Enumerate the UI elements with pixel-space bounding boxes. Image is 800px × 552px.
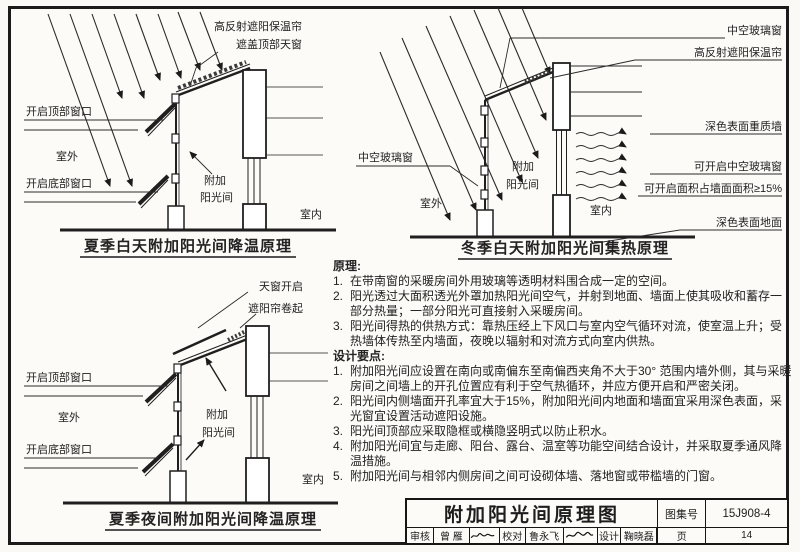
building-wall xyxy=(410,62,695,239)
label-sunspace-1: 附加 xyxy=(206,407,228,421)
label-outdoor: 室外 xyxy=(58,410,80,424)
page-number: 14 xyxy=(705,528,787,543)
leader-lines xyxy=(356,37,782,245)
reviewer-signature xyxy=(468,528,499,543)
proofreader-signature xyxy=(562,528,597,543)
label-outdoor: 室外 xyxy=(56,149,78,163)
label-dark-floor: 深色表面地面 xyxy=(716,215,782,229)
sun-rays xyxy=(47,11,223,187)
item-text: 附加阳光间与相邻内侧房间之间可设砌体墙、落地窗或带槛墙的门窗。 xyxy=(350,469,723,483)
label-dark-heavy-wall: 深色表面重质墙 xyxy=(705,119,782,133)
sheet-title: 附加阳光间原理图 xyxy=(443,505,620,526)
label-shade-rolled: 遮阳帘卷起 xyxy=(248,301,303,315)
design-item: 1. 附加阳光间应设置在南向或南偏东至南偏西夹角不大于30° 范围内墙外侧，其与… xyxy=(333,364,793,394)
label-sunspace-1: 附加 xyxy=(204,173,226,187)
atlas-number-label: 图集号 xyxy=(657,500,705,527)
signature-scribble xyxy=(565,531,594,538)
item-text: 阳光间内侧墙面开孔率宜大于15%，附加阳光间内地面和墙面宜采用深色表面，采光窗宜… xyxy=(350,394,783,423)
notes-block: 原理: 1. 在带南窗的采暖房间外用玻璃等透明材料围合成一定的空间。 2. 阳光… xyxy=(333,259,793,484)
item-number: 5. xyxy=(333,469,344,483)
sunspace-structure xyxy=(137,60,251,231)
label-insulated-glass-top: 中空玻璃窗 xyxy=(727,23,782,37)
label-reflective-shade-1: 高反射遮阳保温帘 xyxy=(214,19,302,33)
label-openable-glass: 可开启中空玻璃窗 xyxy=(694,159,782,173)
item-text: 附加阳光间应设置在南向或南偏东至南偏西夹角不大于30° 范围内墙外侧，其与采暖房… xyxy=(350,364,792,393)
caption-summer-day: 夏季白天附加阳光间降温原理 xyxy=(83,237,292,255)
label-open-bottom-window: 开启底部窗口 xyxy=(26,176,92,190)
title-block: 附加阳光间原理图 图集号 15J908-4 审核 曾 雁 校对 鲁永飞 设计 鞠… xyxy=(405,498,789,545)
item-text: 在带南窗的采暖房间外用玻璃等透明材料围合成一定的空间。 xyxy=(350,274,675,288)
leader-lines xyxy=(24,51,219,203)
principle-item: 2. 阳光透过大面积透光外罩加热阳光间空气，并射到地面、墙面上使其吸收和蓄存一部… xyxy=(333,289,793,319)
item-number: 2. xyxy=(333,289,344,303)
design-item: 2. 阳光间内侧墙面开孔率宜大于15%，附加阳光间内地面和墙面宜采用深色表面，采… xyxy=(333,394,793,424)
item-number: 4. xyxy=(333,439,344,453)
label-sunspace-2: 阳光间 xyxy=(200,190,233,204)
heat-wave-arrows xyxy=(575,127,627,201)
principle-item: 1. 在带南窗的采暖房间外用玻璃等透明材料围合成一定的空间。 xyxy=(333,274,793,289)
airflow-arrows xyxy=(185,357,227,461)
reviewer-name: 曾 雁 xyxy=(432,528,469,543)
caption-summer-night: 夏季夜间附加阳光间降温原理 xyxy=(108,510,317,528)
title-block-row-1: 附加阳光间原理图 图集号 15J908-4 xyxy=(407,500,787,527)
label-open-bottom-window: 开启底部窗口 xyxy=(26,442,92,456)
item-number: 1. xyxy=(333,364,344,378)
label-indoor: 室内 xyxy=(302,472,324,486)
item-text: 阳光间顶部应采取隐框或横隐竖明式以防止积水。 xyxy=(350,424,615,438)
item-number: 2. xyxy=(333,394,344,408)
diagram-summer-night: 天窗开启 遮阳帘卷起 开启顶部窗口 室外 开启底部窗口 附加 阳光间 室内 夏季… xyxy=(24,279,338,531)
item-text: 附加阳光间宜与走廊、阳台、露台、温室等功能空间结合设计，并采取夏季通风降温措施。 xyxy=(350,439,783,468)
label-open-top-window: 开启顶部窗口 xyxy=(26,370,92,384)
design-item: 3. 阳光间顶部应采取隐框或横隐竖明式以防止积水。 xyxy=(333,424,793,439)
principle-heading: 原理: xyxy=(333,259,361,273)
design-heading: 设计要点: xyxy=(333,349,385,363)
designer-label: 设计 xyxy=(596,528,621,543)
label-open-area-ratio: 可开启面积占墙面面积≥15% xyxy=(644,181,782,195)
page-label: 页 xyxy=(657,528,705,543)
building-wall xyxy=(63,325,338,505)
atlas-number-value: 15J908-4 xyxy=(705,500,787,527)
label-outdoor: 室外 xyxy=(420,196,442,210)
label-insulated-glass-left: 中空玻璃窗 xyxy=(358,150,413,164)
label-reflective-shade: 高反射遮阳保温帘 xyxy=(694,45,782,59)
leader-lines xyxy=(24,291,257,469)
label-reflective-shade-2: 遮盖顶部天窗 xyxy=(236,37,302,51)
label-indoor: 室内 xyxy=(300,207,322,221)
sun-rays xyxy=(379,8,551,221)
label-skylight-open: 天窗开启 xyxy=(259,279,303,293)
design-item: 4. 附加阳光间宜与走廊、阳台、露台、温室等功能空间结合设计，并采取夏季通风降温… xyxy=(333,439,793,469)
item-text: 阳光间得热的供热方式：靠热压经上下风口与室内空气循环对流，使室温上升；受热墙体传… xyxy=(350,319,783,348)
label-sunspace-2: 阳光间 xyxy=(202,425,235,439)
principle-item: 3. 阳光间得热的供热方式：靠热压经上下风口与室内空气循环对流，使室温上升；受热… xyxy=(333,319,793,349)
label-sunspace-1: 附加 xyxy=(512,159,534,173)
building-wall xyxy=(60,69,336,232)
title-block-row-2: 审核 曾 雁 校对 鲁永飞 设计 鞠晓磊 页 14 xyxy=(407,527,787,543)
designer-name: 鞠晓磊 xyxy=(620,528,656,543)
item-number: 3. xyxy=(333,424,344,438)
diagram-summer-day: 高反射遮阳保温帘 遮盖顶部天窗 开启顶部窗口 室外 开启底部窗口 附加 阳光间 … xyxy=(24,11,336,258)
item-number: 3. xyxy=(333,319,344,333)
proofreader-name: 鲁永飞 xyxy=(524,528,563,543)
proofreader-label: 校对 xyxy=(498,528,525,543)
label-sunspace-2: 阳光间 xyxy=(506,177,539,191)
caption-winter-day: 冬季白天附加阳光间集热原理 xyxy=(461,239,669,257)
diagram-winter-day: 中空玻璃窗 高反射遮阳保温帘 深色表面重质墙 可开启中空玻璃窗 可开启面积占墙面… xyxy=(356,8,782,260)
signature-scribble xyxy=(471,532,495,538)
sunspace-structure xyxy=(141,328,251,504)
item-number: 1. xyxy=(333,274,344,288)
label-open-top-window: 开启顶部窗口 xyxy=(26,104,92,118)
sunspace-structure xyxy=(476,67,554,238)
reviewer-label: 审核 xyxy=(409,532,430,543)
design-item: 5. 附加阳光间与相邻内侧房间之间可设砌体墙、落地窗或带槛墙的门窗。 xyxy=(333,469,793,484)
item-text: 阳光透过大面积透光外罩加热阳光间空气，并射到地面、墙面上使其吸收和蓄存一部分热量… xyxy=(350,289,783,318)
label-indoor: 室内 xyxy=(590,203,612,217)
designer-signature xyxy=(656,528,658,543)
